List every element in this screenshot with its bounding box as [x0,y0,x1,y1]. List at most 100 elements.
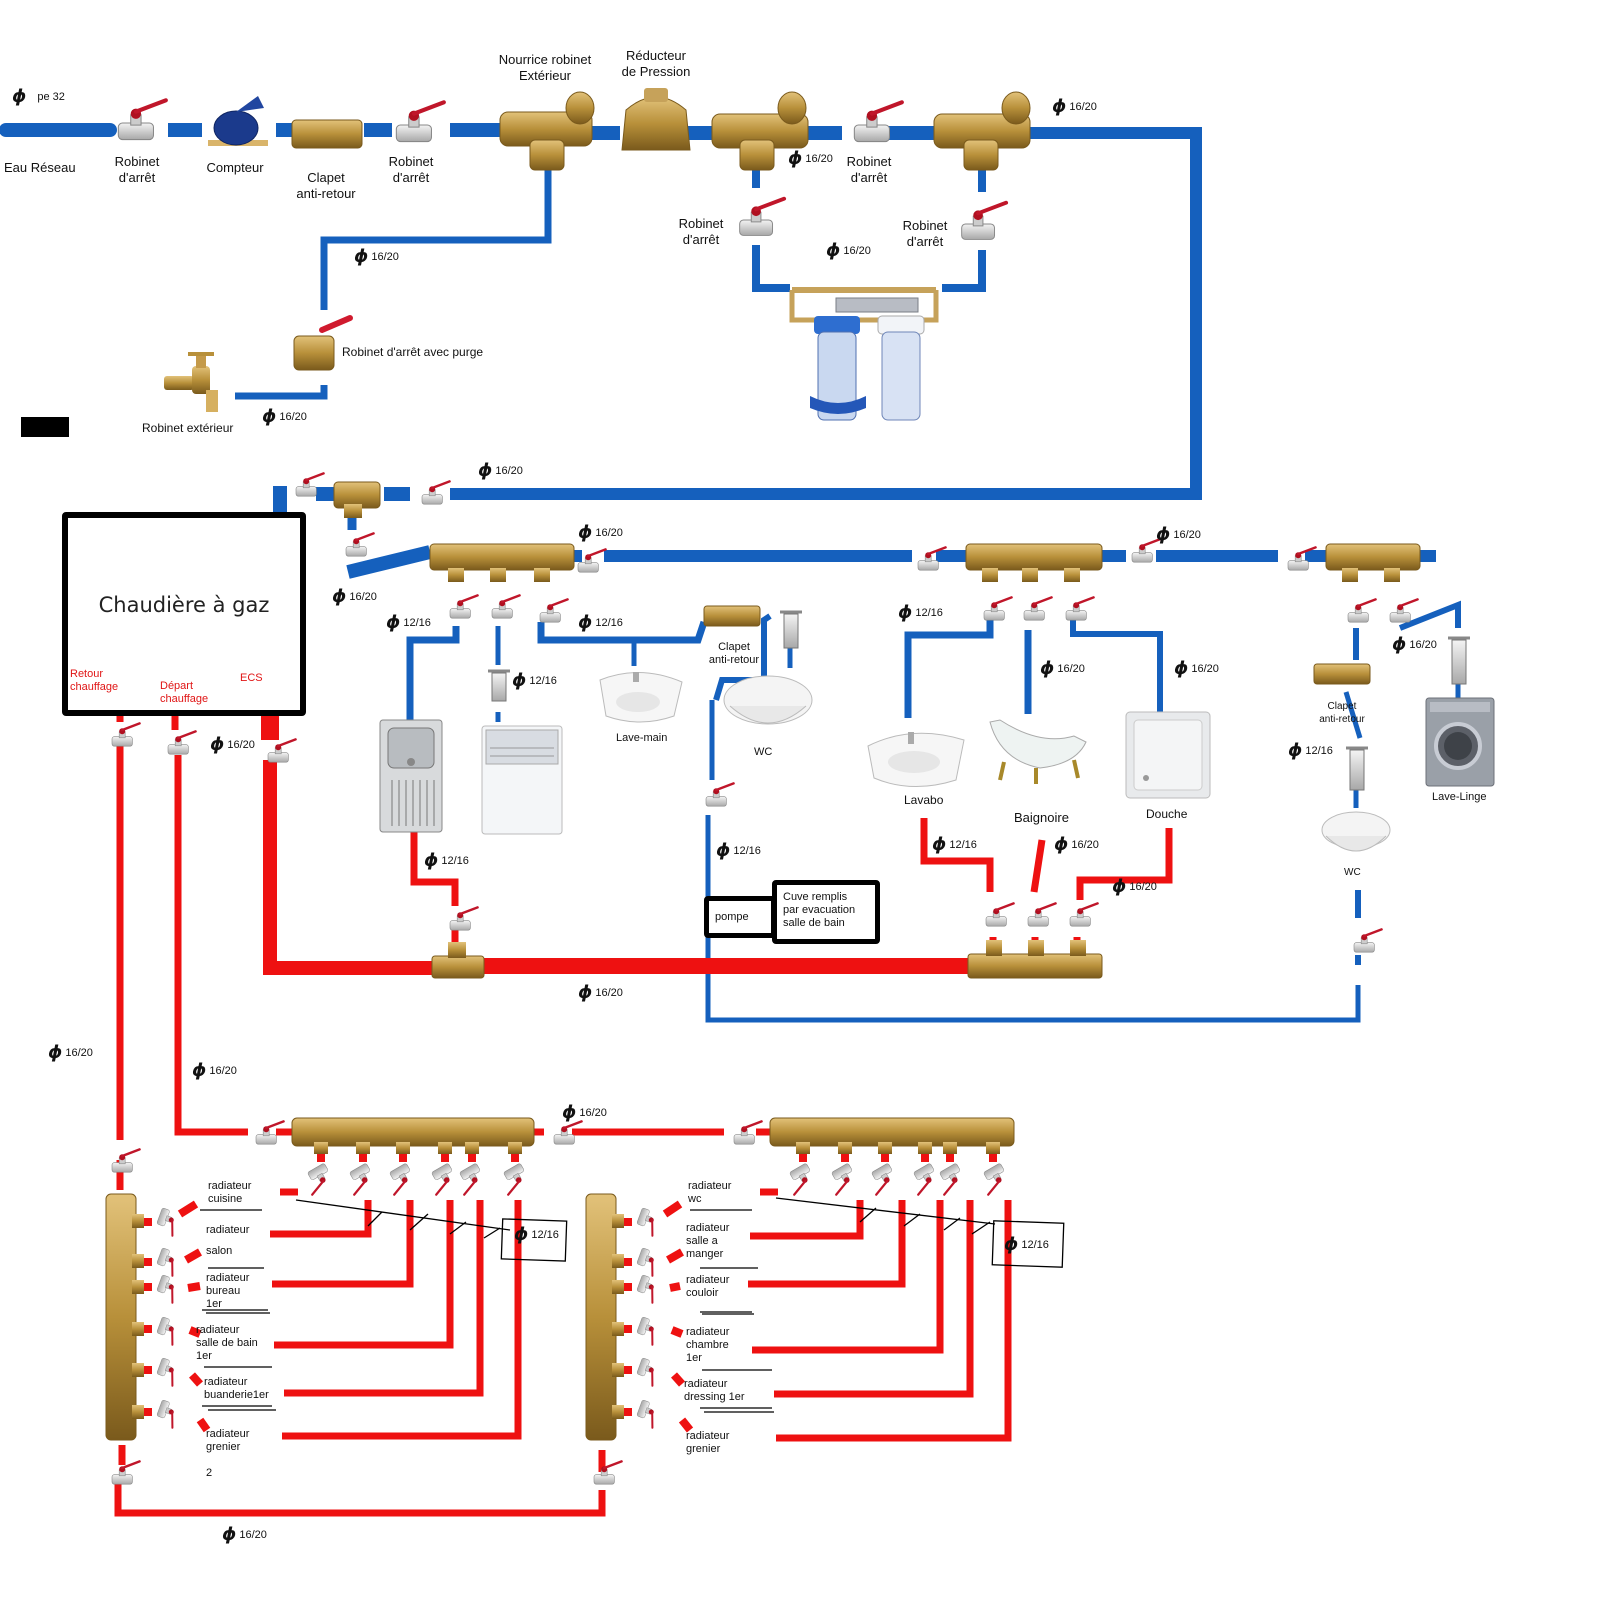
pipe-retour-link [114,1480,606,1517]
fixture-label: Baignoire [1014,810,1069,825]
manifold-ecs-salle-de-bain [967,940,1103,979]
reducteur-de-pression [621,88,691,151]
cold-water-pipes [0,123,1461,1023]
fixture-label: Douche [1146,807,1188,821]
fixture-label: Lavabo [904,793,944,807]
angle-valve-icon [1346,746,1368,791]
valve-icon [1388,598,1419,624]
nourrice-robinet-exterieur [499,91,595,171]
valve-icon [420,480,451,506]
valve-icon [266,738,297,764]
manifold-salle-de-bain [965,543,1103,582]
pipe-outdoor [320,170,552,310]
hot-water-pipes [114,700,1173,1517]
valve-icon [1352,928,1383,954]
valve-icon [984,902,1015,928]
fixture-label: Lave-main [616,732,668,744]
tee-filtre-2 [933,91,1031,171]
valve-icon [737,196,787,238]
valve-icon [538,598,569,624]
tee-ecs [431,942,485,979]
valve-icon [982,596,1013,622]
angle-valves [488,610,1470,791]
pump-box: pompe [704,896,776,938]
clapet-anti-retour [291,119,363,149]
valve-icon [166,730,197,756]
valve-icon [1346,598,1377,624]
lave-linge-icon [1425,697,1495,787]
lave-vaisselle-icon [481,725,563,835]
component-label: Compteur [206,160,264,175]
pipe-douche-hot [1076,828,1173,900]
fixtures [379,672,1495,852]
purge-valve-label: Robinet d'arrêt avec purge [342,345,484,359]
valve-icon [1068,902,1099,928]
water-filter [789,287,939,421]
radiator-supply [752,1200,944,1354]
fixture-label: WC [754,746,773,758]
valve-icon [344,532,375,558]
valve-icon [118,100,166,139]
radiator-label: radiateur grenier [686,1430,730,1455]
pipe-lavabo [904,620,994,718]
wc-icon [723,675,813,725]
manifold-buanderie [1325,543,1421,582]
tee-filtre-1 [711,91,809,171]
pipe-main-to-house [450,127,1202,500]
radiator-label: radiateur salon [206,1224,250,1257]
component-label: Robinet d'arrêt [114,154,160,185]
lavabo-icon [867,732,965,787]
pipe-lave-main [537,620,708,644]
fixture-label: WC [1344,867,1361,878]
valve-icon [576,548,607,574]
radiator-label: radiateur cuisine [208,1180,252,1205]
water-meter [208,96,268,146]
manifold-retour-2 [585,1193,624,1441]
manifold-cuisine [429,543,575,582]
radiator-label: radiateur bureau 1er [206,1272,250,1310]
pipe-depart [174,755,248,1136]
manifold-retour-1 [105,1193,144,1441]
valve-icon [592,1460,623,1486]
radiator-label: radiateur wc [688,1180,732,1205]
tap-label: Robinet extérieur [142,421,234,435]
boiler: Chaudière à gaz Retour chauffage Départ … [62,512,306,716]
radiator-supply [282,1200,522,1440]
pipe-lave-linge [1398,600,1461,631]
wc-2-icon [1321,811,1391,852]
lave-main-icon [599,672,683,723]
diameter-label-supply: ϕ pe 32 [12,86,65,107]
radiator-supply [774,1200,974,1398]
pipe-evier-hot [410,832,459,906]
fixture-label: Lave-Linge [1432,791,1487,803]
valve-icon [1022,596,1053,622]
radiator-supply [272,1200,414,1288]
fixture-label: Clapet anti-retour [1319,701,1365,725]
component-label: Robinet d'arrêt [678,216,724,247]
radiator-label: radiateur chambre 1er [686,1326,730,1364]
brass-fittings [105,88,1421,1441]
pipe-to-manifold-1 [346,545,432,579]
